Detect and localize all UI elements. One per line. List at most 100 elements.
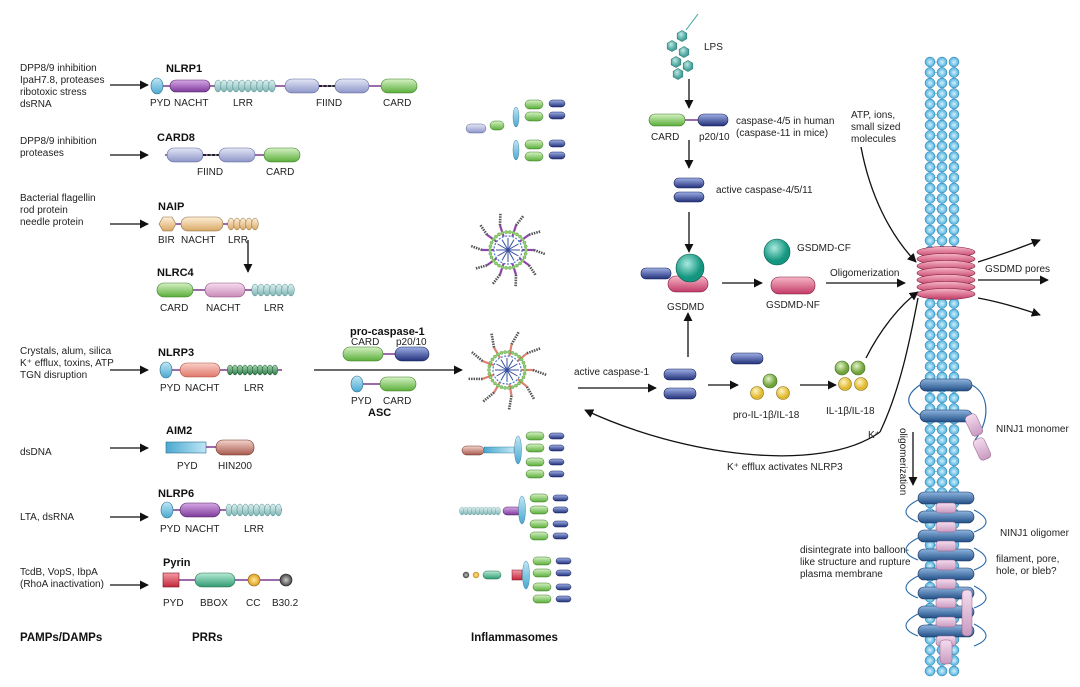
prr-name-card8: CARD8 bbox=[157, 132, 195, 144]
pro-il-label: pro-IL-1β/IL-18 bbox=[733, 410, 800, 421]
caspase-card-label: CARD bbox=[651, 132, 679, 143]
il-label: IL-1β/IL-18 bbox=[826, 406, 875, 417]
domain-label: PYD bbox=[160, 383, 181, 394]
trigger-arrows bbox=[110, 80, 149, 590]
prr-name-nlrp1: NLRP1 bbox=[166, 63, 202, 75]
header-inflammasomes: Inflammasomes bbox=[471, 632, 558, 644]
trigger-line: TGN disruption bbox=[20, 370, 87, 381]
trigger-line: rod protein bbox=[20, 205, 68, 216]
trigger-line: dsDNA bbox=[20, 447, 52, 458]
caspase-mice-label: (caspase-11 in mice) bbox=[736, 128, 828, 139]
trigger-line: DPP8/9 inhibition bbox=[20, 63, 97, 74]
trigger-line: proteases bbox=[20, 148, 64, 159]
domain-label: PYD bbox=[177, 461, 198, 472]
oligomerization-vertical-label: oligomerization bbox=[897, 428, 908, 495]
gsdmd-label: GSDMD bbox=[667, 302, 704, 313]
domain-label: LRR bbox=[233, 98, 253, 109]
prr-name-nlrp6: NLRP6 bbox=[158, 488, 194, 500]
noncanonical-pathway bbox=[578, 13, 1049, 457]
atp-line-1: ATP, ions, bbox=[851, 110, 895, 121]
domain-label: CARD bbox=[266, 167, 294, 178]
prr-name-nlrc4: NLRC4 bbox=[157, 267, 195, 279]
prr-domains bbox=[150, 77, 418, 588]
asc-title: ASC bbox=[368, 407, 391, 419]
lps-label: LPS bbox=[704, 42, 723, 53]
prr-name-naip: NAIP bbox=[158, 201, 184, 213]
domain-label: CARD bbox=[160, 303, 188, 314]
pro-caspase-card-label: CARD bbox=[351, 337, 379, 348]
domain-label: HIN200 bbox=[218, 461, 252, 472]
domain-label: CC bbox=[246, 598, 260, 609]
header-prrs: PRRs bbox=[192, 632, 223, 644]
trigger-line: DPP8/9 inhibition bbox=[20, 136, 97, 147]
domain-label: LRR bbox=[264, 303, 284, 314]
nlrp1-protein bbox=[150, 77, 418, 95]
trigger-line: TcdB, VopS, IbpA bbox=[20, 567, 98, 578]
pro-caspase-p2010-label: p20/10 bbox=[396, 337, 427, 348]
trigger-line: (RhoA inactivation) bbox=[20, 579, 104, 590]
prr-name-pyrin: Pyrin bbox=[163, 557, 191, 569]
active-caspase-4511-label: active caspase-4/5/11 bbox=[716, 185, 813, 196]
disintegrate-line-2: like structure and rupture bbox=[800, 557, 911, 568]
domain-label: CARD bbox=[383, 98, 411, 109]
gsdmd-cf-label: GSDMD-CF bbox=[797, 243, 851, 254]
domain-label: B30.2 bbox=[272, 598, 299, 609]
domain-label: NACHT bbox=[185, 524, 219, 535]
domain-label: FIIND bbox=[197, 167, 223, 178]
text-labels: NLRP1 CARD8 NAIP NLRC4 NLRP3 AIM2 NLRP6 … bbox=[20, 42, 1070, 644]
trigger-line: dsRNA bbox=[20, 99, 52, 110]
plasma-membrane bbox=[905, 56, 992, 677]
domain-label: LRR bbox=[244, 524, 264, 535]
nlrp3-protein bbox=[159, 361, 282, 379]
active-caspase1-label: active caspase-1 bbox=[574, 367, 649, 378]
domain-label: BIR bbox=[158, 235, 175, 246]
trigger-line: ribotoxic stress bbox=[20, 87, 87, 98]
filament-line-2: hole, or bleb? bbox=[996, 566, 1057, 577]
caspase-p2010-label: p20/10 bbox=[699, 132, 730, 143]
gsdmd-nf-label: GSDMD-NF bbox=[766, 300, 820, 311]
domain-label: FIIND bbox=[316, 98, 342, 109]
caspase-human-label: caspase-4/5 in human bbox=[736, 116, 834, 127]
domain-label: LRR bbox=[244, 383, 264, 394]
domain-label: PYD bbox=[163, 598, 184, 609]
atp-line-3: molecules bbox=[851, 134, 896, 145]
lps-molecule bbox=[666, 13, 699, 80]
domain-label: NACHT bbox=[185, 383, 219, 394]
filament-line-1: filament, pore, bbox=[996, 554, 1059, 565]
k-plus-label: K⁺ bbox=[868, 430, 880, 441]
trigger-line: Bacterial flagellin bbox=[20, 193, 96, 204]
trigger-line: LTA, dsRNA bbox=[20, 512, 74, 523]
domain-label: BBOX bbox=[200, 598, 228, 609]
oligomerization-label: Oligomerization bbox=[830, 268, 899, 279]
domain-label: NACHT bbox=[174, 98, 208, 109]
ninj1-monomer-label: NINJ1 monomer bbox=[996, 424, 1069, 435]
header-pamps: PAMPs/DAMPs bbox=[20, 632, 102, 644]
ninj1-oligomer-label: NINJ1 oligomer bbox=[1000, 528, 1070, 539]
k-efflux-label: K⁺ efflux activates NLRP3 bbox=[727, 462, 843, 473]
gsdmd-pores-label: GSDMD pores bbox=[985, 264, 1050, 275]
domain-label: PYD bbox=[160, 524, 181, 535]
atp-line-2: small sized bbox=[851, 122, 900, 133]
prr-name-aim2: AIM2 bbox=[166, 425, 192, 437]
domain-label: NACHT bbox=[206, 303, 240, 314]
domain-label: LRR bbox=[228, 235, 248, 246]
domain-label: NACHT bbox=[181, 235, 215, 246]
pro-caspase-title: pro-caspase-1 bbox=[350, 326, 425, 338]
trigger-line: K⁺ efflux, toxins, ATP bbox=[20, 358, 114, 369]
trigger-line: Crystals, alum, silica bbox=[20, 346, 112, 357]
aim2-protein bbox=[165, 439, 255, 456]
disintegrate-line-1: disintegrate into balloon- bbox=[800, 545, 909, 556]
card8-protein bbox=[165, 147, 301, 163]
trigger-line: IpaH7.8, proteases bbox=[20, 75, 105, 86]
trigger-line: needle protein bbox=[20, 217, 83, 228]
nlrc4-protein bbox=[156, 282, 295, 298]
disintegrate-line-3: plasma membrane bbox=[800, 569, 883, 580]
domain-label: PYD bbox=[150, 98, 171, 109]
pro-caspase-asc bbox=[314, 346, 463, 393]
pyrin-protein bbox=[162, 572, 293, 588]
naip-protein bbox=[158, 216, 259, 232]
asc-card-label: CARD bbox=[383, 396, 411, 407]
